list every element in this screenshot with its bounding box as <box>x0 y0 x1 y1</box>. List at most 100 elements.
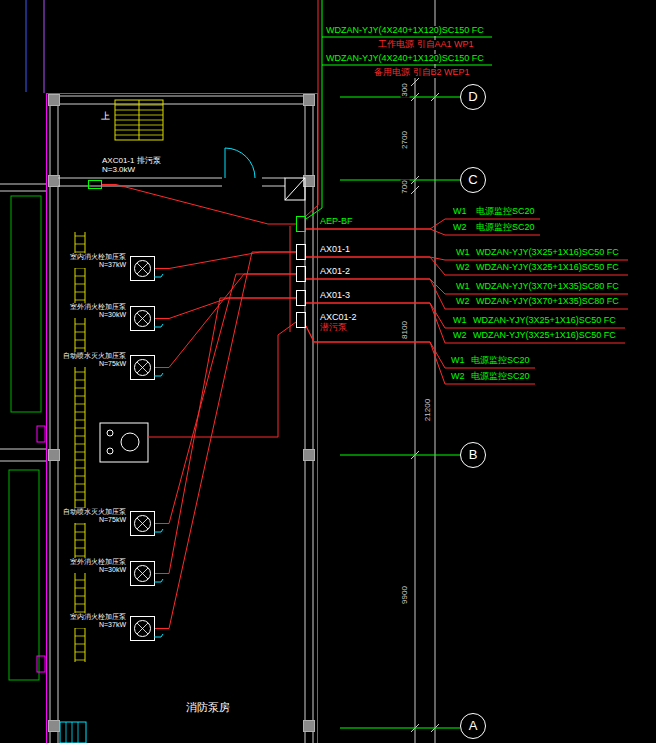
pump-label: 自动喷水灭火加压泵 <box>62 352 127 360</box>
stair <box>60 722 86 743</box>
cable-tray-rung <box>75 380 85 381</box>
pump-impeller <box>137 568 148 579</box>
power-source-note: 工作电源 引自AA1 WP1 <box>377 40 475 50</box>
stair <box>115 100 163 140</box>
cable-leader <box>322 37 492 38</box>
pump-label: 室外消火栓加压泵 <box>69 303 127 311</box>
incoming-cable <box>306 0 318 216</box>
stair-tread <box>66 722 67 743</box>
pump-label: N=75kW <box>62 360 127 368</box>
column <box>49 721 60 732</box>
pump-unit-symbol <box>107 430 113 436</box>
pump-impeller <box>137 623 148 634</box>
pump-outline <box>131 562 155 586</box>
cable-tray-rung <box>75 236 85 237</box>
feeder-line <box>306 279 628 294</box>
wall-line <box>0 191 46 192</box>
cable-tray-rung <box>75 556 85 557</box>
cable-tray-rung <box>75 580 85 581</box>
axis-letter: B <box>468 448 479 462</box>
door-jamb <box>37 656 45 672</box>
column <box>49 95 60 106</box>
power-wire <box>155 298 296 319</box>
pump-outline <box>131 257 155 281</box>
door-swing <box>225 148 255 178</box>
circuit-number: W2 <box>455 263 471 273</box>
shaft <box>285 178 305 200</box>
column <box>49 450 60 461</box>
pump-unit-symbol <box>121 433 139 451</box>
distribution-panel: AX01-2 <box>296 266 306 282</box>
pump-symbol <box>130 306 155 331</box>
circuit-number: W1 <box>455 282 471 292</box>
dimension-line <box>415 75 416 743</box>
pump-label: 自动喷水灭火加压泵 <box>62 508 127 516</box>
dimension: 9900 <box>401 585 410 605</box>
panel-label: AX01-3 <box>319 291 351 301</box>
cable-tray-rung <box>75 452 85 453</box>
pump-impeller <box>137 518 148 529</box>
feeder-spec: WDZAN-YJY(3X25+1X16)SC50 FC <box>472 331 617 341</box>
cable-tray-rung <box>75 404 85 405</box>
cable-tray-rung <box>75 660 85 661</box>
pump-symbol <box>130 616 155 641</box>
cable-tray-rung <box>75 604 85 605</box>
circuit-number: W2 <box>455 297 471 307</box>
pump-impeller <box>137 313 148 324</box>
feeder-spec: WDZAN-YJY(3X25+1X16)SC50 FC <box>472 316 617 326</box>
wall-line <box>26 0 27 92</box>
wall-line <box>0 461 46 462</box>
feeder-spec: WDZAN-YJY(3X70+1X35)SC80 FC <box>475 282 620 292</box>
feeder-spec: WDZAN-YJY(3X25+1X16)SC50 FC <box>475 248 620 258</box>
stair-line <box>139 100 140 140</box>
feeder-spec: WDZAN-YJY(3X70+1X35)SC80 FC <box>475 297 620 307</box>
cable-spec: WDZAN-YJY(4X240+1X120)SC150 FC <box>325 54 485 64</box>
pump-symbol <box>130 511 155 536</box>
pump-outline <box>131 307 155 331</box>
pump-symbol <box>130 561 155 586</box>
cable-tray-rung <box>75 596 85 597</box>
pump-symbol <box>130 256 155 281</box>
cable-tray-rung <box>75 500 85 501</box>
pump-outline <box>131 617 155 641</box>
equipment-outline <box>11 196 41 412</box>
pump-label: N=30kW <box>69 566 127 574</box>
panel-label: AX01-2 <box>319 267 351 277</box>
wall-line <box>50 96 51 743</box>
wire <box>290 226 291 332</box>
pump-impeller <box>137 263 148 274</box>
pump-tick <box>154 634 163 637</box>
power-wire <box>155 252 296 269</box>
cable-tray-rung <box>75 436 85 437</box>
axis-bubble: D <box>460 84 486 110</box>
power-wire <box>102 185 296 225</box>
axis-bubble: C <box>460 167 486 193</box>
fire-pump: 自动喷水灭火加压泵N=75kW <box>130 355 155 380</box>
cable-tray-rung <box>75 588 85 589</box>
stair-tread <box>72 722 73 743</box>
stair-direction: 上 <box>100 112 111 122</box>
wall-line <box>58 104 59 743</box>
cable-tray-rung <box>75 292 85 293</box>
feeder-spec: 电源监控SC20 <box>475 223 536 233</box>
pump-label: N=37kW <box>69 261 127 269</box>
dimension: 2700 <box>401 130 410 150</box>
pump-impeller <box>135 261 151 277</box>
panel-label: AXC01-2 <box>319 313 358 323</box>
pump-impeller <box>135 621 151 637</box>
cable-tray <box>85 232 86 662</box>
column <box>304 95 315 106</box>
wall-line <box>44 0 45 93</box>
cable-tray-rung <box>75 444 85 445</box>
pump-room: 消防泵房AXC01-1 排污泵N=3.0kWAEP-BFAX01-1AX01-2… <box>46 93 318 743</box>
cable-tray-rung <box>75 412 85 413</box>
pump-label: N=75kW <box>62 516 127 524</box>
room-name: 消防泵房 <box>185 701 231 713</box>
pump-tick <box>154 529 163 532</box>
axis-bubble: A <box>460 713 486 739</box>
fire-pump: 室外消火栓加压泵N=30kW <box>130 306 155 331</box>
feeder-spec: 电源监控SC20 <box>475 207 536 217</box>
pump-label: 室外消火栓加压泵 <box>69 558 127 566</box>
fire-pump: 自动喷水灭火加压泵N=75kW <box>130 511 155 536</box>
